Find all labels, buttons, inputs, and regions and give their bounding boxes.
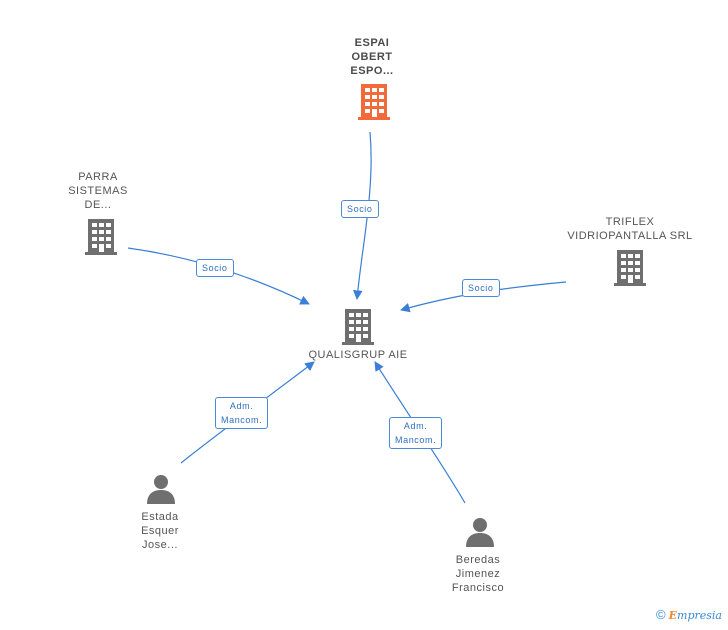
person-icon[interactable] [465, 517, 495, 547]
edge-label-socio[interactable]: Socio [196, 259, 234, 277]
node-label: ESPAI OBERT ESPO... [350, 37, 394, 77]
node-estada-esquer[interactable]: Estada Esquer Jose... [110, 510, 210, 552]
edge-label-socio[interactable]: Socio [462, 279, 500, 297]
node-label: QUALISGRUP AIE [308, 349, 408, 361]
node-label: Beredas Jimenez Francisco [451, 554, 505, 594]
node-label: TRIFLEX VIDRIOPANTALLA SRL [567, 216, 693, 242]
building-icon[interactable] [85, 219, 117, 255]
node-beredas-jimenez[interactable]: Beredas Jimenez Francisco [426, 553, 530, 595]
node-parra-sistemas[interactable]: PARRA SISTEMAS DE... [50, 170, 146, 212]
building-icon[interactable] [614, 250, 646, 286]
building-icon[interactable] [342, 309, 374, 345]
edge-label-socio[interactable]: Socio [341, 200, 379, 218]
node-label: PARRA SISTEMAS DE... [68, 171, 128, 211]
person-icon[interactable] [146, 474, 176, 504]
empresia-logo: Empresia [668, 609, 722, 622]
node-triflex[interactable]: TRIFLEX VIDRIOPANTALLA SRL [555, 215, 705, 243]
edge-label-adm-mancom[interactable]: Adm. Mancom. [389, 417, 443, 449]
node-label: Estada Esquer Jose... [141, 511, 179, 551]
edge-label-adm-mancom[interactable]: Adm. Mancom. [215, 397, 269, 429]
empresia-footer[interactable]: ©Empresia [656, 607, 722, 622]
copyright-icon: © [656, 607, 666, 622]
node-qualisgrup[interactable]: QUALISGRUP AIE [290, 348, 426, 362]
building-icon[interactable] [358, 84, 390, 120]
node-espai-obert[interactable]: ESPAI OBERT ESPO... [325, 36, 419, 78]
